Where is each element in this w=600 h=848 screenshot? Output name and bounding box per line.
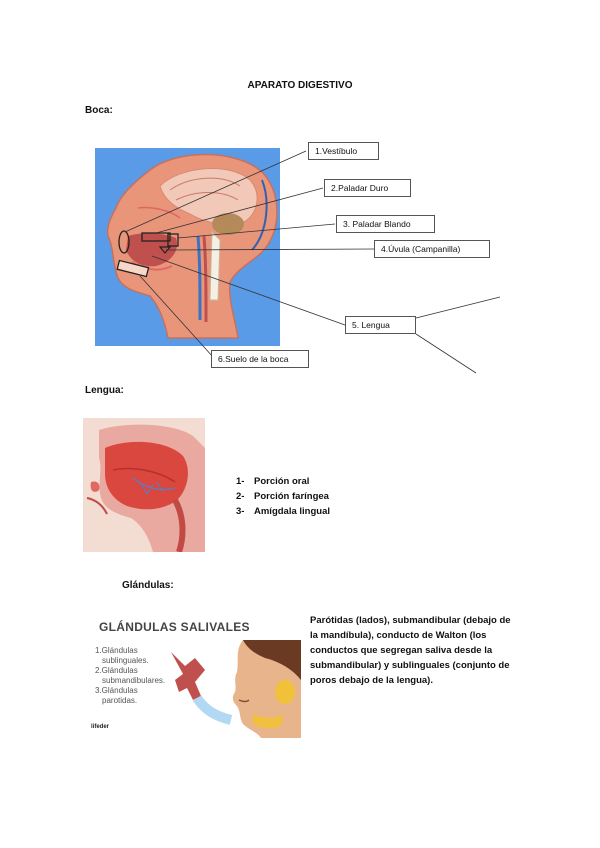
- salivary-glands-figure: GLÁNDULAS SALIVALES 1.Glándulas sublingu…: [85, 612, 301, 738]
- parotid-gland: [275, 680, 295, 704]
- section-heading-glandulas: Glándulas:: [122, 580, 174, 591]
- spine: [210, 232, 220, 300]
- label-uvula: 4.Úvula (Campanilla): [374, 240, 490, 258]
- gland-list: 1.Glándulas sublinguales. 2.Glándulas su…: [95, 646, 165, 706]
- tongue-sagittal-figure: [83, 418, 205, 552]
- list-item: 1-Porción oral: [236, 474, 330, 489]
- label-paladar-blando: 3. Paladar Blando: [336, 215, 435, 233]
- tongue-parts-list: 1-Porción oral 2-Porción faríngea 3-Amíg…: [236, 474, 330, 519]
- figure-title: GLÁNDULAS SALIVALES: [99, 620, 250, 634]
- glands-description: Parótidas (lados), submandibular (debajo…: [310, 613, 525, 688]
- list-item: 3-Amígdala lingual: [236, 504, 330, 519]
- label-vestibulo: 1.Vestíbulo: [308, 142, 379, 160]
- lifeder-logo: lifeder: [91, 724, 109, 730]
- list-item: 2-Porción faríngea: [236, 489, 330, 504]
- gland-model-icon: [171, 652, 205, 700]
- mouth-sagittal-figure: [0, 0, 600, 400]
- label-suelo-boca: 6.Suelo de la boca: [211, 350, 309, 368]
- label-lengua: 5. Lengua: [345, 316, 416, 334]
- label-paladar-duro: 2.Paladar Duro: [324, 179, 411, 197]
- tongue-body: [105, 442, 188, 509]
- section-heading-lengua: Lengua:: [85, 385, 124, 396]
